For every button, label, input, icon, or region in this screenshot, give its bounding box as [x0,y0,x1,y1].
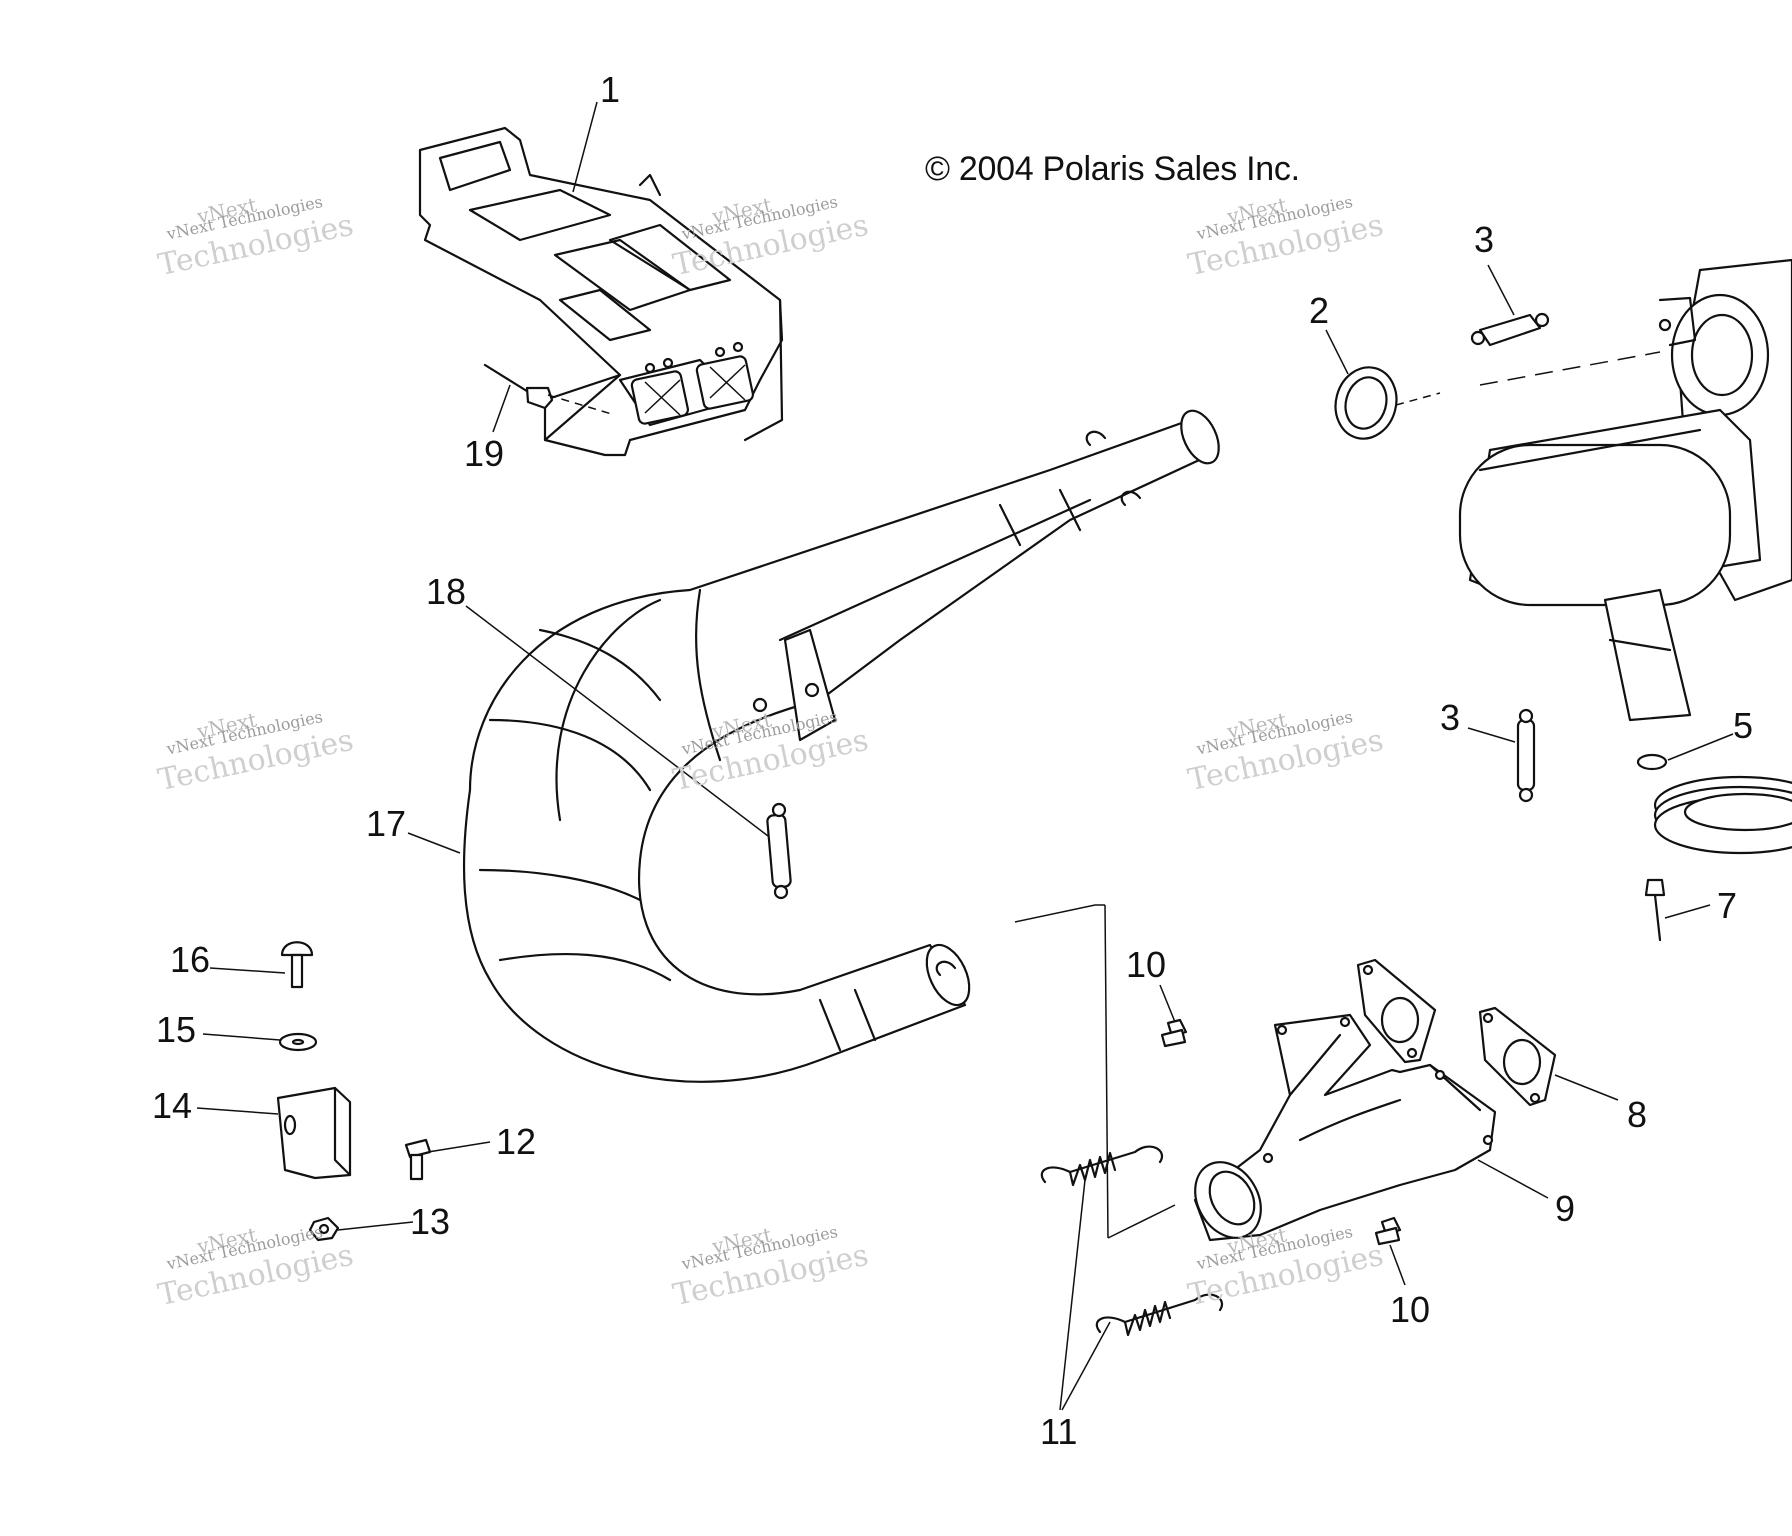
group-bracket-lines [1014,904,1176,1239]
part-8-gaskets [1356,958,1557,1107]
leader-3b [1467,727,1516,743]
callout-11: 11 [1040,1411,1078,1452]
leader-1 [572,101,598,193]
leader-17 [407,832,461,854]
callout-16: 16 [170,939,211,980]
leader-9 [1477,1159,1549,1199]
copyright-text: © 2004 Polaris Sales Inc. [925,150,1300,188]
callout-14: 14 [152,1085,193,1126]
leader-11a [1059,1179,1086,1411]
part-11-springs [1040,1145,1223,1337]
leader-7 [1664,904,1711,919]
part-12-bolt [404,1138,432,1181]
part-16-bolt [280,941,314,989]
part-5-grommet [1636,753,1792,855]
leader-8 [1554,1074,1619,1101]
leader-3a [1487,264,1515,316]
callout-10-bottom: 10 [1390,1289,1431,1330]
leader-15 [202,1033,281,1041]
callout-5: 5 [1733,705,1754,746]
callout-1: 1 [600,69,621,110]
leader-5 [1667,733,1734,761]
callout-7: 7 [1717,885,1738,926]
callout-18: 18 [426,571,467,612]
part-2-seal-ring [1334,366,1441,440]
callout-8: 8 [1627,1094,1648,1135]
callout-2: 2 [1309,290,1330,331]
part-10-bolt-bottom [1374,1216,1402,1246]
part-1-bracket [418,126,784,457]
part-7-screw [1644,878,1666,942]
leader-19 [492,384,511,433]
part-9-manifold [1193,1013,1497,1242]
part-14-bracket [276,1086,352,1180]
part-muffler [1458,258,1792,722]
leader-18 [465,605,769,837]
leader-16 [209,967,286,974]
part-15-washer [278,1032,318,1052]
leader-13 [337,1221,414,1231]
part-13-nut [308,1216,340,1242]
callout-17: 17 [366,803,407,844]
callout-3-top: 3 [1474,219,1495,260]
callout-15: 15 [156,1009,197,1050]
leader-12 [427,1141,491,1153]
callout-12: 12 [496,1121,537,1162]
callout-19: 19 [464,433,505,474]
leader-2 [1325,329,1349,375]
leader-10b [1389,1244,1406,1286]
callout-13: 13 [410,1201,451,1242]
callout-10-top: 10 [1126,944,1167,985]
part-17-expansion-chamber [462,409,1220,1083]
part-19-rivet [483,363,616,416]
part-10-bolt-top [1160,1018,1188,1048]
leader-10a [1159,984,1176,1023]
part-3-spring-top [1470,312,1550,347]
leader-11b [1061,1321,1111,1411]
callout-9: 9 [1555,1188,1576,1229]
leader-14 [196,1107,279,1115]
callout-3-mid: 3 [1440,697,1461,738]
part-18-spring [766,802,792,900]
part-3-spring-mid [1516,708,1536,803]
